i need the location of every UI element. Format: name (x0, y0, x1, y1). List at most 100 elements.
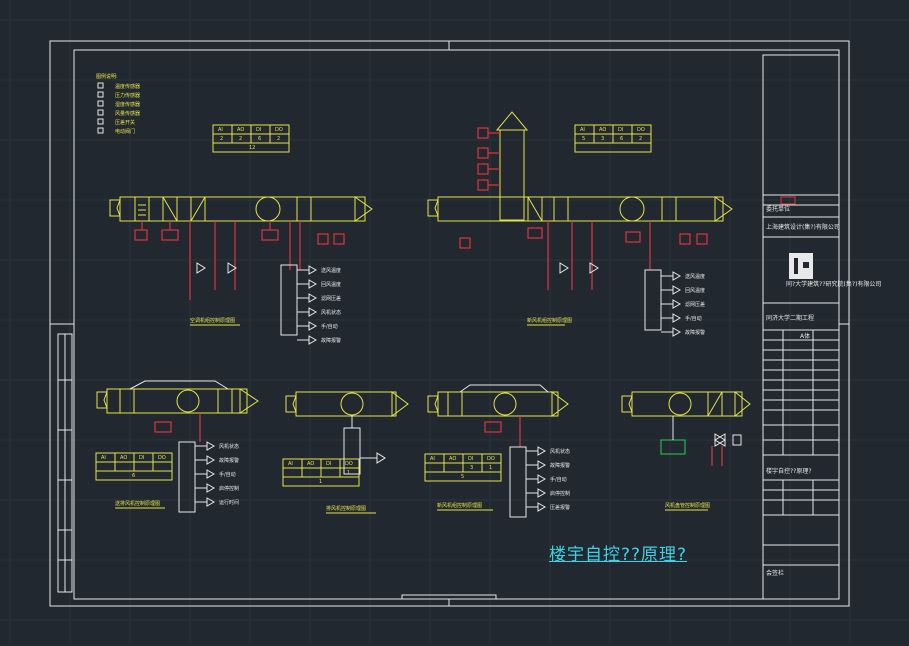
unit3-caption: 送排风机控制原理图 (115, 500, 160, 507)
legend-symbol (97, 82, 104, 89)
legend-symbol (97, 109, 104, 116)
signal-point (308, 279, 318, 289)
io-header: DO (345, 461, 353, 467)
signal-label: 故障报警 (321, 337, 341, 344)
io-value: 3 (601, 136, 604, 142)
institute-logo (789, 253, 813, 279)
unit4-ddc (343, 427, 361, 475)
signal-label: 压差报警 (550, 504, 570, 511)
signal-label: 风机状态 (321, 309, 341, 316)
filter-section (134, 196, 150, 222)
io-total: 6 (132, 473, 135, 479)
unit5-ddc (509, 446, 527, 518)
tb-notes: 会签栏 (766, 569, 784, 577)
signal-point (672, 271, 682, 281)
io-header: DI (256, 127, 261, 133)
signal-label: 故障报警 (550, 462, 570, 469)
unit4-caption: 排风机控制原理图 (326, 505, 366, 512)
signal-point (308, 307, 318, 317)
ahu1-caption: 空调机组控制原理图 (190, 317, 235, 324)
io-header: AI (580, 127, 585, 133)
signal-point (672, 299, 682, 309)
io-header: DO (275, 127, 283, 133)
io-header: DI (618, 127, 623, 133)
legend-symbol (97, 100, 104, 107)
signal-label: 故障报警 (685, 329, 705, 336)
ahu1-ddc (280, 264, 298, 336)
signal-point (672, 313, 682, 323)
tb-project: 同济大学二期工程 (766, 314, 814, 322)
signal-point (206, 455, 216, 465)
legend-symbol (97, 91, 104, 98)
io-header: DI (326, 461, 331, 467)
signal-label: 故障报警 (219, 457, 239, 464)
signal-label: 启停控制 (550, 490, 570, 497)
signal-label: 手/自动 (219, 471, 236, 478)
io-value: 6 (620, 136, 623, 142)
signal-point (308, 335, 318, 345)
io-header: AO (599, 127, 606, 133)
signal-point (672, 327, 682, 337)
unit4-diagram: 排风机控制原理图 (285, 391, 409, 514)
signal-label: 风机状态 (219, 443, 239, 450)
io-value: 2 (220, 136, 223, 142)
io-value: 1 (489, 465, 492, 471)
signal-label: 送风温度 (321, 267, 341, 274)
legend-symbol (97, 127, 104, 134)
signal-point (206, 483, 216, 493)
ahu2-fan (619, 196, 645, 222)
signal-point (206, 497, 216, 507)
title-block: 委托单位 上海建筑设计(集?)有限公司 同?大学建筑??研究院(集?)有限公司 … (762, 54, 881, 600)
signal-label: 手/自动 (685, 315, 702, 322)
signal-label: 手/自动 (550, 476, 567, 483)
signal-point (308, 293, 318, 303)
io-header: AI (430, 456, 435, 462)
io-total: 12 (249, 145, 255, 151)
unit3-ddc (178, 441, 196, 513)
io-header: AO (237, 127, 244, 133)
unit6-thermostat (660, 439, 686, 455)
signal-label: 滤网压差 (685, 301, 705, 308)
io-header: AI (218, 127, 223, 133)
tb-company: 上海建筑设计(集?)有限公司 (766, 223, 840, 231)
signal-point (537, 446, 547, 456)
io-header: DI (468, 456, 473, 462)
io-header: AI (288, 461, 293, 467)
signal-label: 回风温度 (685, 287, 705, 294)
left-binding-strip (57, 333, 73, 593)
signal-point (308, 265, 318, 275)
unit6-caption: 风机盘管控制原理图 (665, 502, 710, 509)
drawing-title: 楼宇自控??原理? (549, 545, 688, 565)
io-value: 2 (239, 136, 242, 142)
io-header: AO (307, 461, 314, 467)
ahu2-vertical-duct (499, 129, 525, 221)
io-value: 5 (582, 136, 585, 142)
io-header: AO (120, 455, 127, 461)
unit5-caption: 新风机组控制原理图 (437, 502, 482, 509)
signal-point (537, 460, 547, 470)
legend-symbol (97, 118, 104, 125)
io-header: DI (139, 455, 144, 461)
io-header: DO (158, 455, 166, 461)
io-header: DO (637, 127, 645, 133)
signal-label: 手/自动 (321, 323, 338, 330)
ahu1-damper-actuator (134, 229, 148, 241)
supply-fan (255, 196, 281, 222)
legend-item: 压力传感器 (115, 92, 140, 99)
tb-institute: 同?大学建筑??研究院(集?)有限公司 (786, 280, 881, 288)
signal-point (672, 285, 682, 295)
signal-point (206, 441, 216, 451)
signal-label: 风机状态 (550, 448, 570, 455)
signal-point (537, 474, 547, 484)
legend-title: 图例说明: (96, 73, 118, 80)
legend-item: 电动阀门 (115, 128, 135, 135)
signal-point (537, 488, 547, 498)
